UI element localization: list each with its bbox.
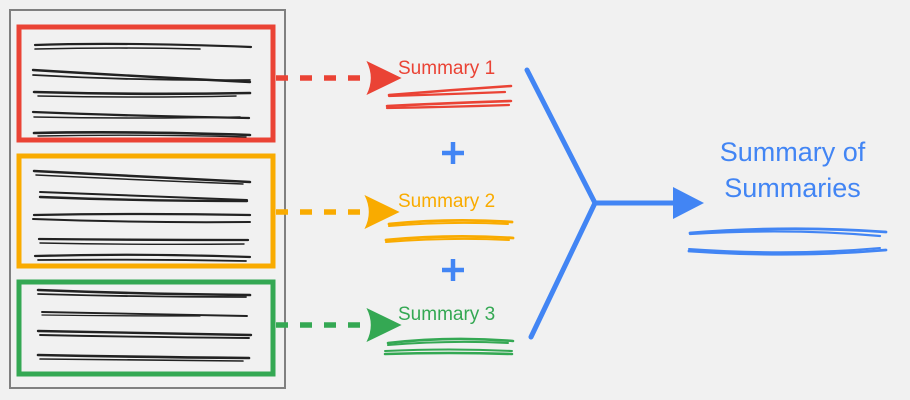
document-text-lines-2 bbox=[32, 169, 252, 262]
summary-1-scribble bbox=[385, 84, 513, 110]
final-output-line-2: Summaries bbox=[724, 173, 861, 203]
final-output-scribble bbox=[687, 227, 888, 256]
final-output-label: Summary of Summaries bbox=[690, 134, 895, 206]
final-output-line-1: Summary of bbox=[719, 137, 866, 167]
summary-2-label: Summary 2 bbox=[398, 191, 496, 212]
merge-branch-bottom bbox=[528, 200, 598, 340]
summary-3-label: Summary 3 bbox=[398, 304, 496, 325]
plus-operator-1 bbox=[442, 142, 464, 164]
document-text-lines-1 bbox=[31, 42, 253, 138]
source-documents-container bbox=[9, 9, 286, 389]
document-card-2[interactable] bbox=[16, 153, 276, 269]
merge-branch-top bbox=[524, 67, 598, 206]
merge-connector bbox=[524, 67, 704, 340]
document-card-1[interactable] bbox=[16, 24, 276, 143]
document-card-3[interactable] bbox=[16, 279, 276, 377]
plus-operator-2 bbox=[442, 259, 464, 281]
summary-1-label: Summary 1 bbox=[398, 58, 496, 79]
summary-3-scribble bbox=[383, 337, 515, 356]
document-text-lines-3 bbox=[36, 288, 253, 362]
summary-2-scribble bbox=[384, 219, 515, 243]
